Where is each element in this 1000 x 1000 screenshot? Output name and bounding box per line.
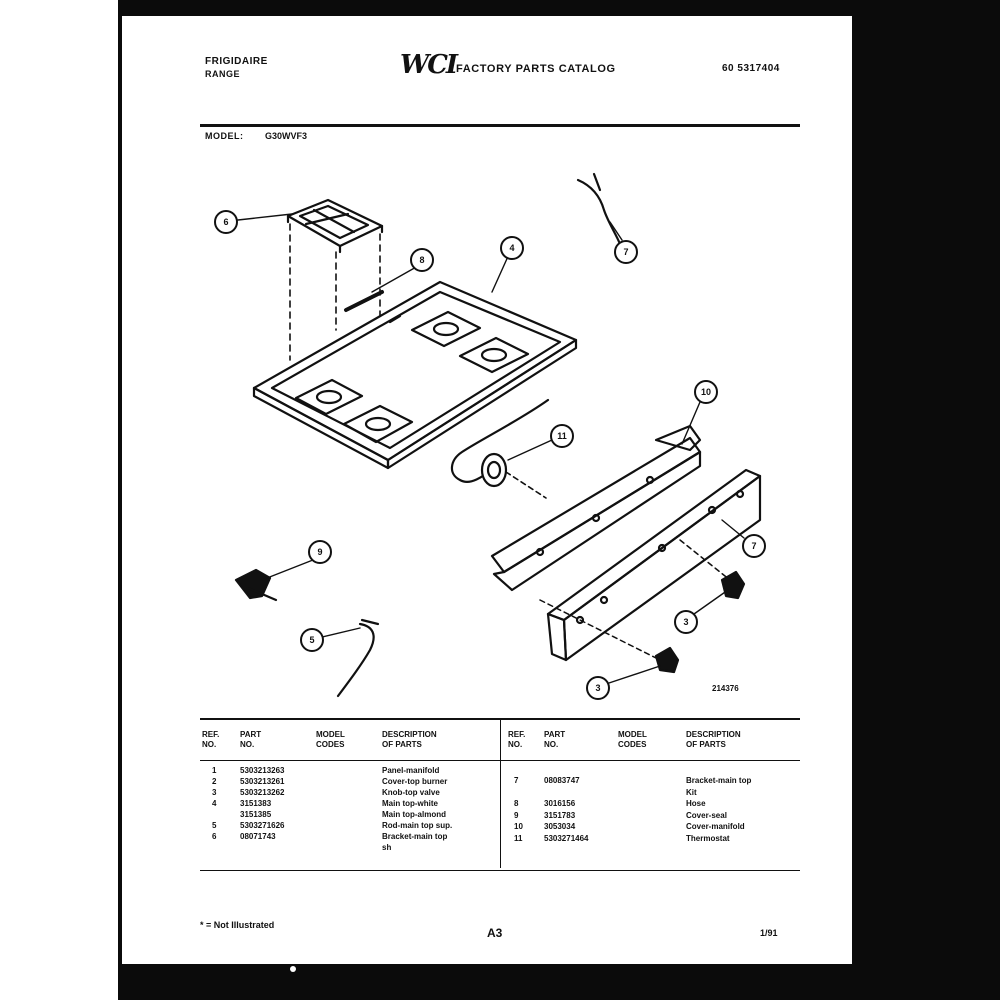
hose-part bbox=[336, 618, 380, 698]
svg-text:5: 5 bbox=[309, 635, 314, 645]
svg-text:7: 7 bbox=[623, 247, 628, 257]
drawing-code: 214376 bbox=[712, 684, 739, 693]
product-type: RANGE bbox=[205, 69, 241, 79]
table-cell-desc: Cover-manifold bbox=[686, 822, 745, 831]
table-cell-desc: Knob-top valve bbox=[382, 788, 440, 797]
table-cell-ref: 4 bbox=[212, 799, 217, 808]
table-cell-part: 5303213263 bbox=[240, 766, 285, 775]
publication-number: 60 5317404 bbox=[722, 63, 780, 74]
table-cell-ref: 3 bbox=[212, 788, 217, 797]
bracket-part bbox=[234, 568, 278, 602]
header-part-no: PART NO. bbox=[544, 730, 566, 749]
exploded-parts-diagram: 6 8 4 7 10 11 7 3 9 3 5 bbox=[214, 172, 766, 700]
svg-text:9: 9 bbox=[317, 547, 322, 557]
header-description: DESCRIPTION OF PARTS bbox=[382, 730, 437, 749]
table-cell-ref: 10 bbox=[514, 822, 523, 831]
table-cell-part: 3151383 bbox=[240, 799, 272, 808]
svg-text:4: 4 bbox=[509, 243, 514, 253]
svg-text:11: 11 bbox=[557, 431, 567, 441]
revision-date: 1/91 bbox=[760, 928, 778, 938]
table-cell-part: 5303213261 bbox=[240, 777, 285, 786]
table-cell-ref: 8 bbox=[514, 799, 519, 808]
table-cell-part: 08083747 bbox=[544, 776, 580, 785]
header-model-codes: MODEL CODES bbox=[618, 730, 647, 749]
table-cell-desc: Rod-main top sup. bbox=[382, 821, 453, 830]
wci-logo: WCI bbox=[400, 50, 458, 80]
support-rod bbox=[344, 290, 384, 312]
scan-border-right bbox=[852, 0, 1000, 1000]
scan-speck bbox=[290, 966, 296, 972]
table-cell-ref: 6 bbox=[212, 832, 217, 841]
header-rule bbox=[200, 124, 800, 127]
page-number: A3 bbox=[487, 926, 503, 940]
callout-6: 6 bbox=[214, 210, 238, 234]
callout-7-top: 7 bbox=[614, 240, 638, 264]
brand-name: FRIGIDAIRE bbox=[205, 56, 268, 67]
header-model-codes: MODEL CODES bbox=[316, 730, 345, 749]
callout-9: 9 bbox=[308, 540, 332, 564]
table-cell-desc: Bracket-main top bbox=[382, 832, 448, 841]
table-cell-ref: 5 bbox=[212, 821, 217, 830]
table-cell-ref: 1 bbox=[212, 766, 217, 775]
table-column-divider bbox=[500, 720, 501, 868]
table-cell-desc: Panel-manifold bbox=[382, 766, 440, 775]
table-cell-desc: sh bbox=[382, 843, 392, 852]
catalog-title: FACTORY PARTS CATALOG bbox=[456, 63, 616, 75]
header-description: DESCRIPTION OF PARTS bbox=[686, 730, 741, 749]
valve-knob bbox=[654, 646, 680, 674]
header-ref-no: REF. NO. bbox=[202, 730, 220, 749]
table-cell-desc: Main top-white bbox=[382, 799, 438, 808]
scan-border-left bbox=[118, 0, 122, 1000]
table-cell-desc: Bracket-main top bbox=[686, 776, 752, 785]
table-top-rule bbox=[200, 718, 800, 720]
callout-3-lower: 3 bbox=[586, 676, 610, 700]
model-number: G30WVF3 bbox=[265, 131, 308, 141]
table-cell-part: 3151385 bbox=[240, 810, 272, 819]
svg-text:3: 3 bbox=[595, 683, 600, 693]
svg-text:10: 10 bbox=[701, 387, 711, 397]
header-part-no: PART NO. bbox=[240, 730, 262, 749]
svg-text:6: 6 bbox=[223, 217, 228, 227]
callout-11: 11 bbox=[550, 424, 574, 448]
scan-border-top bbox=[118, 0, 858, 16]
model-label: MODEL: bbox=[205, 131, 244, 141]
svg-text:3: 3 bbox=[683, 617, 688, 627]
table-cell-part: 5303271464 bbox=[544, 833, 589, 843]
scan-border-bottom bbox=[118, 964, 858, 1000]
svg-text:7: 7 bbox=[751, 541, 756, 551]
main-top-panel bbox=[252, 280, 578, 470]
table-cell-desc: Thermostat bbox=[686, 833, 730, 843]
table-cell-ref: 7 bbox=[514, 776, 519, 785]
table-bottom-rule bbox=[200, 870, 800, 871]
callout-5: 5 bbox=[300, 628, 324, 652]
svg-text:8: 8 bbox=[419, 255, 424, 265]
not-illustrated-note: * = Not Illustrated bbox=[200, 920, 275, 930]
table-cell-desc: Kit bbox=[686, 787, 697, 797]
callout-10: 10 bbox=[694, 380, 718, 404]
callout-8: 8 bbox=[410, 248, 434, 272]
callout-4: 4 bbox=[500, 236, 524, 260]
wire-part bbox=[576, 172, 622, 246]
callout-7-right: 7 bbox=[742, 534, 766, 558]
table-cell-part: 5303271626 bbox=[240, 821, 285, 830]
header-ref-no: REF. NO. bbox=[508, 730, 526, 749]
table-cell-part: 3016156 bbox=[544, 799, 576, 808]
table-cell-part: 3151783 bbox=[544, 810, 576, 820]
table-cell-desc: Cover-top burner bbox=[382, 777, 448, 786]
table-cell-part: 3053034 bbox=[544, 822, 576, 831]
callout-3-upper: 3 bbox=[674, 610, 698, 634]
manifold-panel bbox=[490, 424, 702, 592]
table-cell-desc: Hose bbox=[686, 799, 706, 808]
table-cell-part: 08071743 bbox=[240, 832, 276, 841]
valve-knob bbox=[720, 570, 746, 600]
table-cell-ref: 2 bbox=[212, 777, 217, 786]
table-cell-ref: 11 bbox=[514, 833, 523, 843]
manifold-cover bbox=[546, 468, 762, 662]
table-cell-part: 5303213262 bbox=[240, 788, 285, 797]
table-cell-desc: Cover-seal bbox=[686, 810, 727, 820]
table-cell-ref: 9 bbox=[514, 810, 519, 820]
table-cell-desc: Main top-almond bbox=[382, 810, 446, 819]
burner-grate bbox=[286, 198, 384, 254]
